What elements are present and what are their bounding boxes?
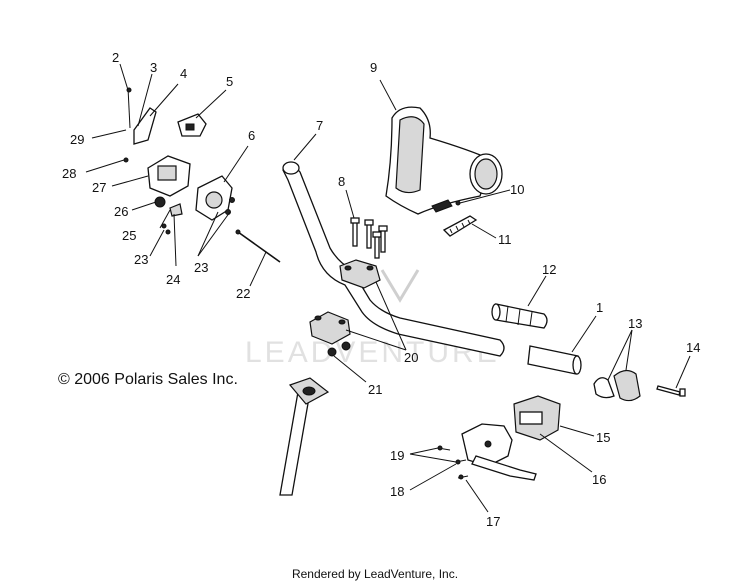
callout-29: 29 (70, 132, 84, 147)
throttle-cable (235, 229, 281, 263)
handlebar (282, 161, 505, 357)
callout-21: 21 (368, 382, 382, 397)
callout-14: 14 (686, 340, 700, 355)
grip-sleeve (527, 345, 582, 375)
throttle-assembly (123, 87, 235, 235)
handlebar-clamps (309, 259, 381, 345)
callout-24: 24 (166, 272, 180, 287)
callout-11: 11 (498, 232, 512, 247)
callout-7: 7 (316, 118, 323, 133)
hand-guard (385, 106, 503, 215)
copyright-notice: © 2006 Polaris Sales Inc. (58, 371, 238, 388)
callout-20: 20 (404, 350, 418, 365)
callout-3: 3 (150, 60, 157, 75)
callout-22: 22 (236, 286, 250, 301)
bar-end-bolt (656, 385, 686, 397)
callout-5: 5 (226, 74, 233, 89)
leader-lines (85, 63, 691, 513)
callout-6: 6 (248, 128, 255, 143)
hand-guard-hardware (431, 199, 478, 237)
callout-28: 28 (62, 166, 76, 181)
callout-18: 18 (390, 484, 404, 499)
callout-25: 25 (122, 228, 136, 243)
clamp-nuts (327, 341, 351, 357)
brake-screws (437, 445, 469, 480)
callout-4: 4 (180, 66, 187, 81)
callout-1: 1 (596, 300, 603, 315)
callout-23b: 23 (134, 252, 148, 267)
callout-numbers: 2 3 4 5 6 7 8 9 10 11 12 1 13 14 15 16 1… (62, 50, 700, 529)
callout-13: 13 (628, 316, 642, 331)
callout-2: 2 (112, 50, 119, 65)
callout-27: 27 (92, 180, 106, 195)
bar-end (593, 369, 641, 402)
callout-23a: 23 (194, 260, 208, 275)
callout-12: 12 (542, 262, 556, 277)
grip (491, 303, 548, 329)
callout-9: 9 (370, 60, 377, 75)
callout-8: 8 (338, 174, 345, 189)
brake-master-cylinder (461, 395, 561, 481)
render-credit: Rendered by LeadVenture, Inc. (291, 567, 459, 581)
clamp-bolts (350, 217, 388, 259)
callout-26: 26 (114, 204, 128, 219)
callout-10: 10 (510, 182, 524, 197)
callout-17: 17 (486, 514, 500, 529)
callout-15: 15 (596, 430, 610, 445)
callout-16: 16 (592, 472, 606, 487)
steering-post (279, 377, 330, 496)
callout-19: 19 (390, 448, 404, 463)
